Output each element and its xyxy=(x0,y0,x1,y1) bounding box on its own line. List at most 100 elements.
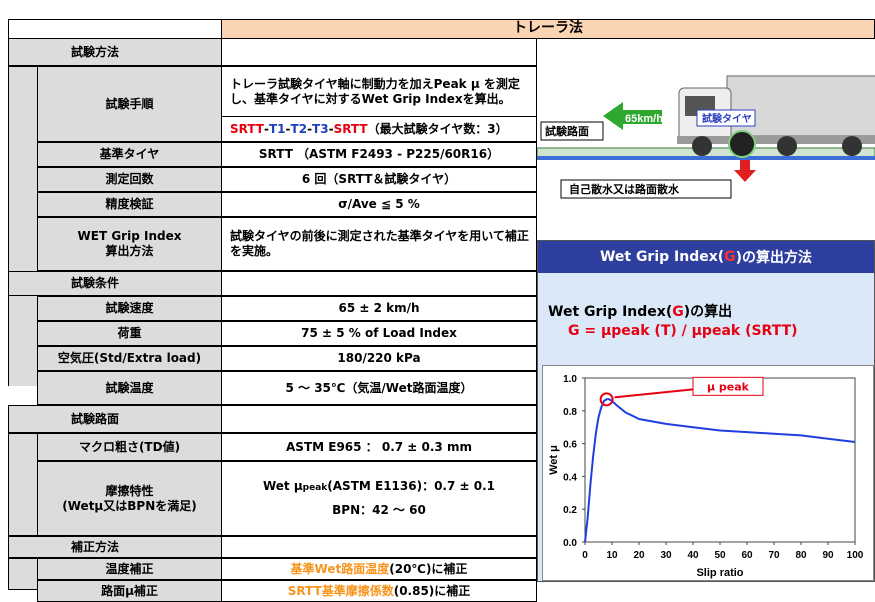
y-tick-label: 0.0 xyxy=(563,538,577,549)
panel-title-part-a: Wet Grip Index( xyxy=(599,249,725,265)
temp-corr-label: 温度補正 xyxy=(37,558,222,580)
header-title: トレーラ法 xyxy=(221,19,875,39)
speed-label: 試験速度 xyxy=(37,296,222,321)
indent-column xyxy=(8,66,38,386)
test-tire-label: 試験タイヤ xyxy=(702,112,752,125)
wgi-panel-title: Wet Grip Index(G)の算出方法 xyxy=(538,241,874,273)
x-axis-label: Slip ratio xyxy=(696,567,743,579)
accuracy-label: 精度検証 xyxy=(37,192,222,217)
panel-heading-g: G xyxy=(672,304,684,320)
section-road: 試験路面 xyxy=(8,405,222,433)
panel-heading: Wet Grip Index(G)の算出 xyxy=(548,301,732,321)
mu-corr-label: 路面μ補正 xyxy=(37,580,222,602)
count-value: 6 回（SRTT＆試験タイヤ） xyxy=(221,167,537,192)
section-correction-blank xyxy=(221,536,537,558)
water-label: 自己散水又は路面散水 xyxy=(569,182,680,196)
panel-title-g: G xyxy=(724,249,736,265)
friction-peak: peak xyxy=(302,483,328,494)
panel-title-part-b: )の算出方法 xyxy=(735,250,813,266)
wgi-label-line2: 算出方法 xyxy=(105,244,154,258)
section-conditions: 試験条件 xyxy=(8,271,222,296)
ref-tire-label: 基準タイヤ xyxy=(37,142,222,167)
water-label-box xyxy=(560,179,732,199)
peak-marker xyxy=(599,392,614,407)
x-tick-label: 90 xyxy=(822,550,834,561)
rear-wheel-2 xyxy=(842,136,862,156)
seq-t3: T3 xyxy=(312,121,329,136)
x-tick-label: 60 xyxy=(741,550,753,561)
friction-astm: (ASTM E1136)：0.7 ± 0.1 xyxy=(327,479,496,494)
panel-formula: G = μpeak (T) / μpeak (SRTT) xyxy=(568,323,798,339)
rear-wheel xyxy=(777,136,797,156)
mu-curve xyxy=(584,398,856,543)
seq-t2: T2 xyxy=(290,121,308,136)
x-tick-label: 10 xyxy=(606,550,618,561)
header-blank xyxy=(8,19,222,39)
procedure-label: 試験手順 xyxy=(37,66,222,142)
friction-value: Wet μpeak(ASTM E1136)：0.7 ± 0.1 BPN：42 ～… xyxy=(221,461,537,536)
section-road-blank xyxy=(221,405,537,433)
pressure-label: 空気圧(Std/Extra load) xyxy=(37,346,222,371)
section-test-method: 試験方法 xyxy=(8,38,222,66)
x-tick-label: 20 xyxy=(633,550,645,561)
seq-dash-4: - xyxy=(328,121,334,136)
mu-corr-rest: (0.85)に補正 xyxy=(393,583,471,598)
y-tick-label: 0.2 xyxy=(563,505,577,516)
panel-heading-b: )の算出 xyxy=(683,304,733,320)
count-label: 測定回数 xyxy=(37,167,222,192)
ref-tire-value: SRTT （ASTM F2493 - P225/60R16） xyxy=(221,142,537,167)
x-tick-label: 100 xyxy=(847,550,864,561)
x-tick-label: 40 xyxy=(687,550,699,561)
temp-label: 試験温度 xyxy=(37,371,222,405)
speed-arrow xyxy=(603,102,662,130)
test-tire-label-box xyxy=(696,109,756,127)
temp-corr-value: 基準Wet路面温度(20℃)に補正 xyxy=(221,558,537,580)
front-wheel xyxy=(692,136,712,156)
seq-note: （最大試験タイヤ数：3） xyxy=(367,121,508,136)
y-tick-label: 0.6 xyxy=(563,440,577,451)
x-tick-label: 30 xyxy=(660,550,672,561)
y-axis-label: Wet μ xyxy=(548,445,560,475)
temp-value: 5 ～ 35℃（気温/Wet路面温度） xyxy=(221,371,537,405)
mu-corr-value: SRTT基準摩擦係数(0.85)に補正 xyxy=(221,580,537,602)
load-value: 75 ± 5 % of Load Index xyxy=(221,321,537,346)
indent-column-3 xyxy=(8,558,38,590)
x-tick-label: 50 xyxy=(714,550,726,561)
water-film xyxy=(537,156,875,160)
peak-label: μ peak xyxy=(707,380,750,393)
macro-value: ASTM E965 ： 0.7 ± 0.3 mm xyxy=(221,433,537,461)
seq-srtt-1: SRTT xyxy=(230,121,264,136)
accuracy-value: σ/Ave ≦ 5 % xyxy=(221,192,537,217)
mu-corr-highlight: SRTT基準摩擦係数 xyxy=(287,583,394,598)
friction-label-line1: 摩擦特性 xyxy=(105,483,154,498)
y-tick-label: 0.4 xyxy=(563,472,577,483)
seq-srtt-2: SRTT xyxy=(333,121,368,136)
speed-value: 65 ± 2 km/h xyxy=(221,296,537,321)
macro-label: マクロ粗さ(TD値) xyxy=(37,433,222,461)
speed-label: 65km/h xyxy=(625,113,663,125)
temp-corr-rest: (20℃)に補正 xyxy=(389,561,468,576)
friction-label-line2: (Wetμ又はBPNを満足) xyxy=(62,498,197,513)
x-tick-label: 70 xyxy=(768,550,780,561)
seq-dash-2: - xyxy=(285,121,291,136)
trailer-illustration: 65km/h 試験タイヤ 試験路面 自己散水又は路面散水 xyxy=(537,75,875,199)
plot-area xyxy=(584,377,856,543)
indent-column-2 xyxy=(8,433,38,536)
procedure-text: トレーラ試験タイヤ軸に制動力を加えPeak μ を測定し、基準タイヤに対するWe… xyxy=(221,66,537,117)
wgi-label-line1: WET Grip Index xyxy=(77,229,182,243)
friction-wet-mu: Wet μ xyxy=(262,479,303,494)
panel-heading-a: Wet Grip Index( xyxy=(548,304,673,320)
load-label: 荷重 xyxy=(37,321,222,346)
friction-value-line2: BPN：42 ～ 60 xyxy=(332,502,426,517)
truck-box xyxy=(726,75,875,137)
section-test-method-blank xyxy=(221,38,537,66)
x-tick-label: 0 xyxy=(582,550,588,561)
pressure-value: 180/220 kPa xyxy=(221,346,537,371)
peak-arrow xyxy=(614,388,694,399)
y-tick-label: 1.0 xyxy=(563,374,577,385)
wgi-label: WET Grip Index 算出方法 xyxy=(37,217,222,271)
test-tire xyxy=(728,130,756,158)
truck-chassis xyxy=(677,136,875,144)
road-label: 試験路面 xyxy=(545,124,589,138)
